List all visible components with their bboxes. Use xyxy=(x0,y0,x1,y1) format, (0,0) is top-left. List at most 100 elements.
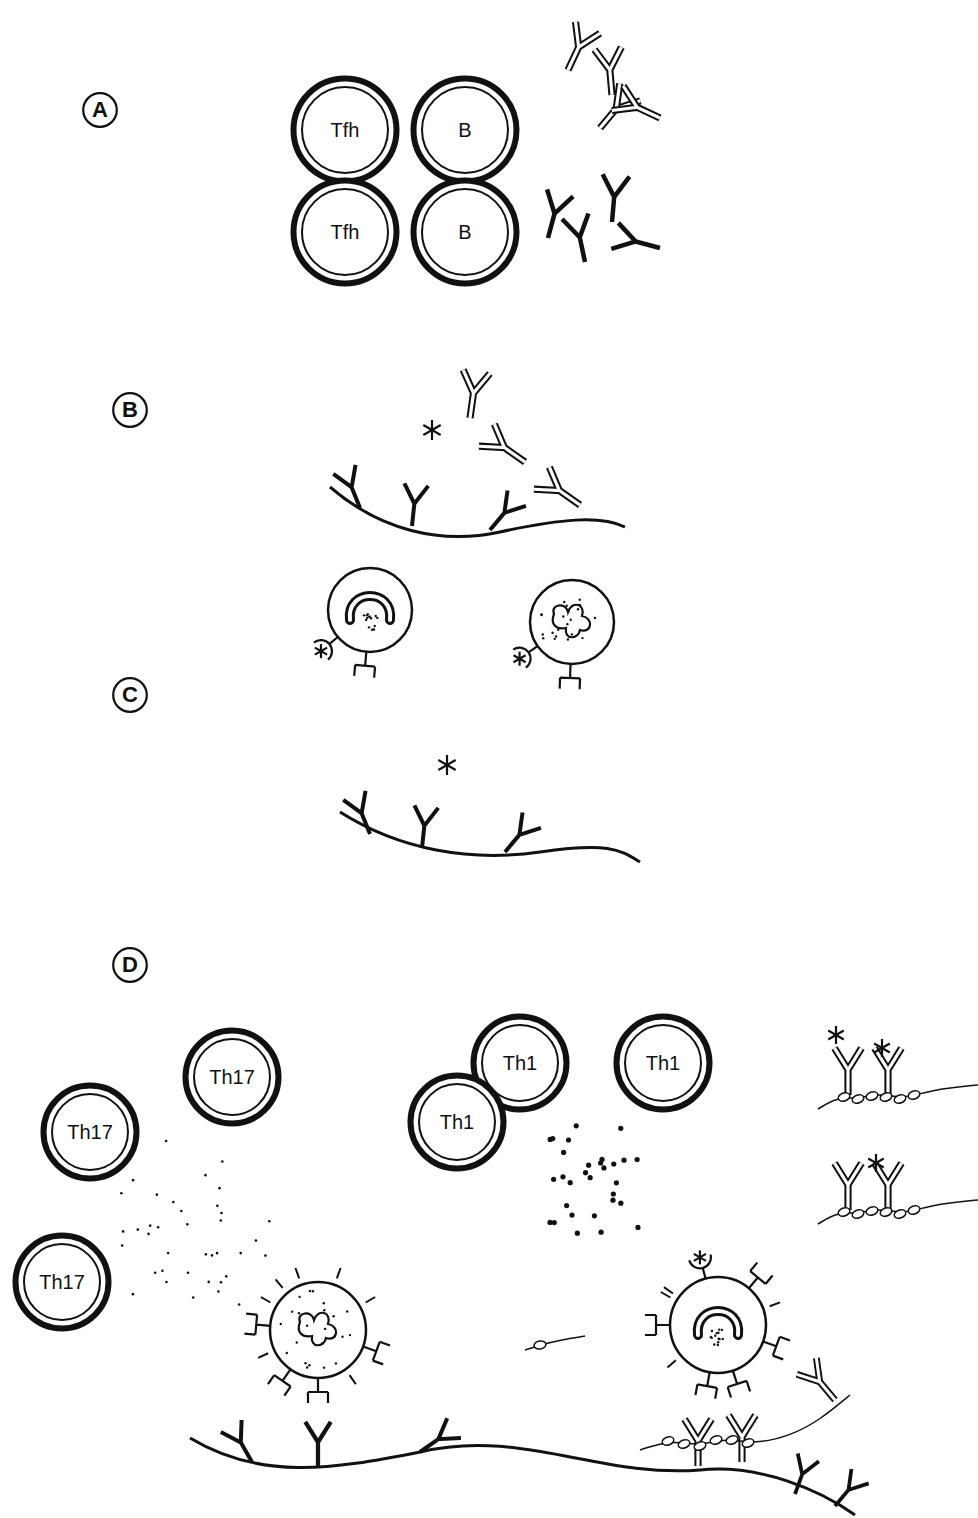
complement-receptor xyxy=(689,1255,716,1282)
granule xyxy=(711,1337,713,1339)
granule xyxy=(717,1332,719,1334)
antibody-line xyxy=(413,1418,461,1462)
cell-node: Th17 xyxy=(182,1027,282,1127)
cell-inner-ring xyxy=(302,87,388,173)
panel-letter-circle xyxy=(113,393,147,427)
effector-cell xyxy=(328,568,412,652)
cell-inner-ring xyxy=(625,1025,701,1101)
antibody-inner xyxy=(835,1163,862,1210)
dna-strand xyxy=(640,1395,850,1450)
antibody-outline xyxy=(875,1048,902,1095)
granule xyxy=(571,633,573,635)
asterisk-symbol xyxy=(868,1154,884,1172)
granule xyxy=(312,1290,314,1292)
cytokine-dot xyxy=(154,1271,157,1274)
antibody-line xyxy=(784,1454,818,1498)
granule xyxy=(542,637,544,639)
antibody xyxy=(611,223,663,261)
granule xyxy=(296,1341,298,1343)
fc-receptor xyxy=(560,664,581,690)
granule xyxy=(571,605,573,607)
asterisk-arm xyxy=(423,425,440,435)
antibody-inner xyxy=(479,424,533,473)
granule xyxy=(718,1337,720,1339)
asterisk-arm xyxy=(874,1044,890,1053)
complement-receptor-line xyxy=(314,629,345,660)
panel-letter-text: D xyxy=(122,952,138,978)
nucleosome xyxy=(865,1205,879,1217)
cytokine-dot xyxy=(161,1270,164,1273)
granule xyxy=(555,635,557,637)
granule xyxy=(321,1342,323,1344)
activation-spike xyxy=(295,1268,299,1278)
cell-outer-ring xyxy=(44,1086,137,1179)
nucleosome xyxy=(533,1340,546,1350)
cell-label: Tfh xyxy=(331,119,360,142)
granule xyxy=(570,619,572,621)
cell-inner-ring xyxy=(422,189,508,275)
granule xyxy=(567,638,569,640)
cell-inner-ring xyxy=(422,87,508,173)
granule xyxy=(718,1338,720,1340)
antibody xyxy=(413,1418,461,1462)
cytokine-dot xyxy=(218,1187,221,1190)
cell-label: Th1 xyxy=(646,1052,680,1075)
cell-inner-ring xyxy=(24,1244,100,1320)
granule xyxy=(557,629,559,631)
antibody xyxy=(457,370,490,420)
antibody xyxy=(305,1422,331,1466)
fc-receptor xyxy=(741,1263,772,1295)
panel-letter-text: A xyxy=(92,97,108,123)
fc-receptor xyxy=(360,1337,390,1364)
cytokine-dot xyxy=(586,1163,591,1168)
cytokine-dot xyxy=(149,1224,152,1227)
fc-receptor xyxy=(268,1364,299,1396)
granule xyxy=(324,1328,326,1330)
cytokine-dot xyxy=(621,1158,626,1163)
dna-strand xyxy=(525,1336,585,1350)
nucleus-outline xyxy=(553,605,590,638)
activation-spike xyxy=(337,1268,341,1278)
cell-label: Tfh xyxy=(331,221,360,244)
antibody-inner xyxy=(835,1048,862,1095)
fc-receptor xyxy=(354,651,376,678)
antibody-outline xyxy=(556,22,600,76)
activation-spike xyxy=(366,1297,376,1303)
granule xyxy=(579,599,581,601)
cytokine-dot xyxy=(601,1165,606,1170)
cytokine-dot xyxy=(561,1150,566,1155)
cytokine-dot xyxy=(618,1201,623,1206)
antibody-line xyxy=(826,1469,868,1513)
nucleosome xyxy=(661,1435,675,1447)
antibody-outline xyxy=(835,1163,862,1210)
granule xyxy=(714,1334,716,1336)
antibody xyxy=(562,213,598,264)
granule xyxy=(565,605,567,607)
asterisk-arm xyxy=(438,760,455,770)
granule xyxy=(594,617,596,619)
cytokine-dot xyxy=(550,1136,555,1141)
cytokine-dot xyxy=(255,1239,258,1242)
cytokine-dot xyxy=(220,1212,223,1215)
cytokine-dot xyxy=(121,1244,124,1247)
cytokine-dot xyxy=(157,1226,160,1229)
cytokine-dot xyxy=(238,1303,241,1306)
granule xyxy=(286,1352,288,1354)
fc-receptor xyxy=(723,1368,750,1398)
granule xyxy=(341,1336,343,1338)
cytokine-dot xyxy=(239,1252,242,1255)
nucleosome xyxy=(879,1091,893,1103)
antibody-line xyxy=(305,1422,331,1466)
granule xyxy=(306,1325,308,1327)
antibody-inner xyxy=(457,370,490,420)
antibody-line xyxy=(562,213,598,264)
activation-spike xyxy=(276,1279,283,1287)
cell-inner-ring xyxy=(419,1084,495,1160)
asterisk-symbol xyxy=(438,755,455,775)
asterisk-symbol xyxy=(423,420,440,440)
asterisk-arm xyxy=(868,1159,884,1168)
cell-node: Tfh xyxy=(290,75,400,185)
cytokine-dot xyxy=(220,1281,223,1284)
cytokine-dot xyxy=(268,1220,271,1223)
antibody-inner xyxy=(612,86,666,130)
